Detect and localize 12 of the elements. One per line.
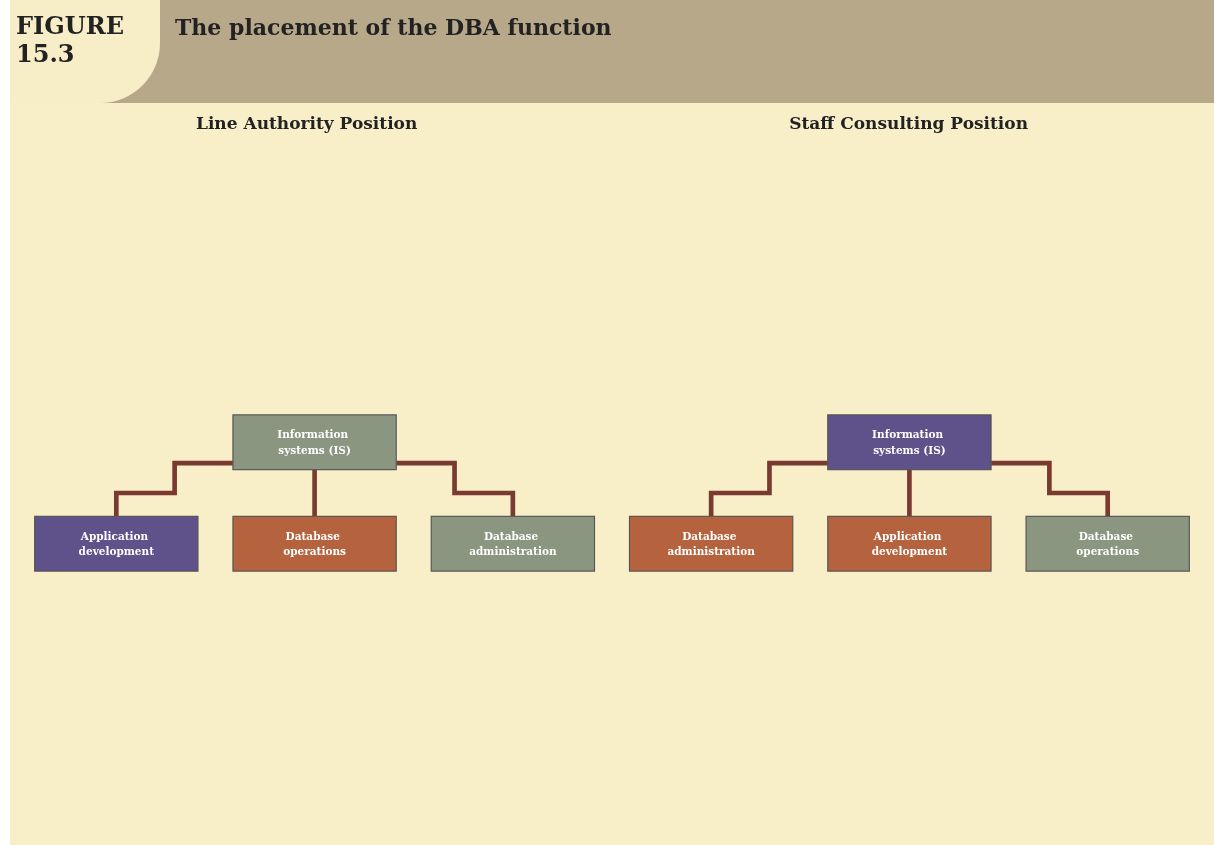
node-box: Information systems (IS) — [827, 414, 992, 471]
figure-title: The placement of the DBA function — [175, 14, 612, 40]
node-box: Database administration — [430, 515, 596, 572]
section-heading: Line Authority Position — [195, 113, 418, 133]
node-box: Database operations — [1025, 515, 1190, 572]
node-box: Information systems (IS) — [232, 414, 397, 471]
node-box: Database operations — [232, 515, 397, 572]
node-box: Application development — [34, 515, 199, 572]
node-box: Database administration — [628, 515, 794, 572]
node-box: Application development — [827, 515, 992, 572]
figure-number: FIGURE 15.3 — [16, 12, 125, 68]
section-heading: Staff Consulting Position — [789, 113, 1029, 133]
